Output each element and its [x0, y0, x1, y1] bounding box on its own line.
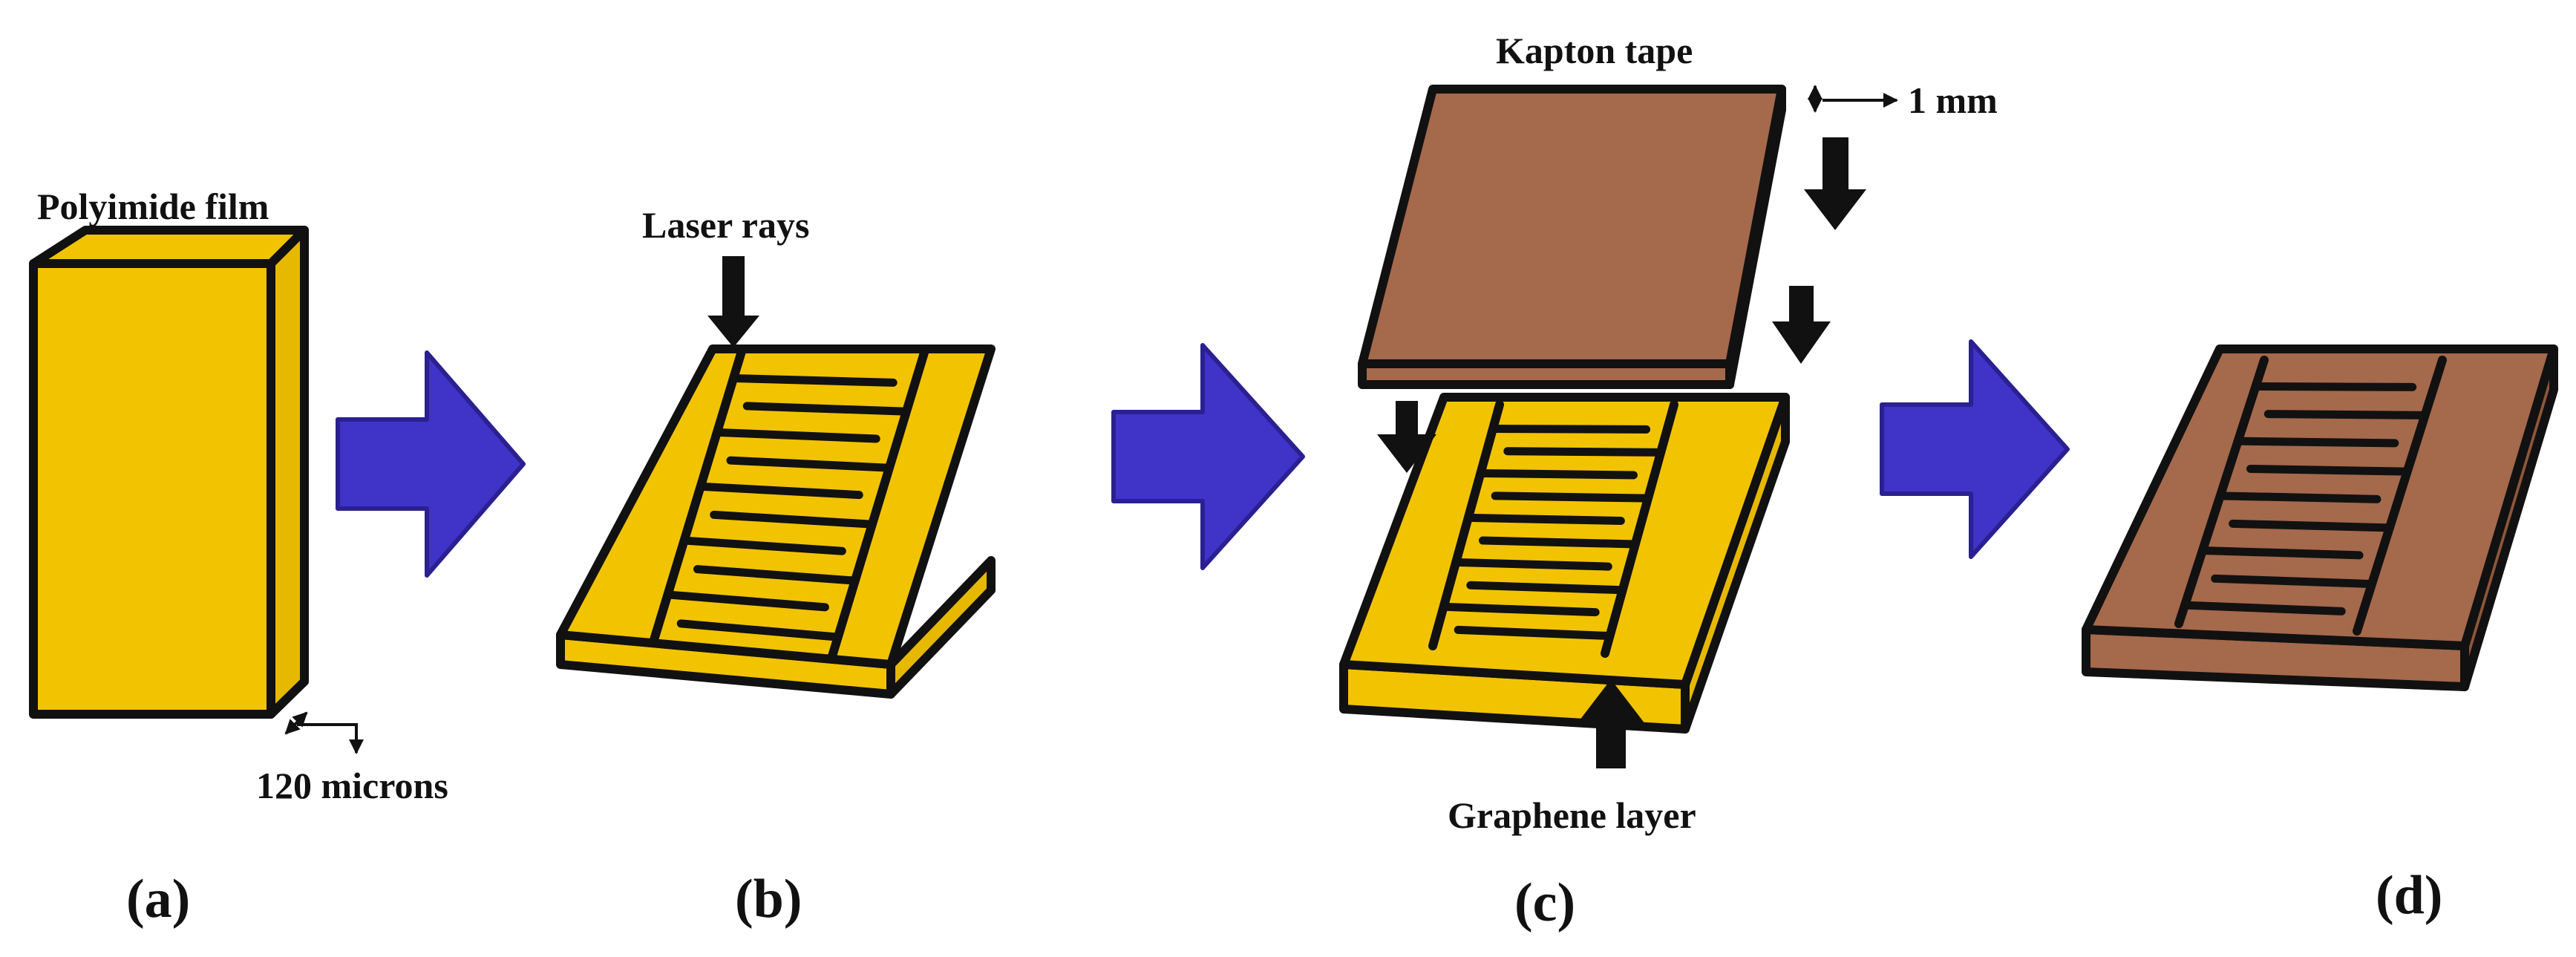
electrode-finger: [693, 565, 860, 585]
polyimide-film-front: [29, 259, 275, 719]
electrode-pattern-d: [2174, 356, 2447, 636]
electrode-finger: [2198, 546, 2364, 560]
process-arrow-icon: [1111, 343, 1305, 570]
electrode-finger: [1476, 468, 1638, 480]
panel-b: Laser rays (b): [556, 204, 996, 930]
caption-c: (c): [1514, 872, 1575, 933]
kapton-tape-label: Kapton tape: [1496, 30, 1693, 71]
polyimide-film-top: [29, 226, 309, 268]
thickness-marker-icon: [1808, 85, 1898, 113]
polyimide-film-label: Polyimide film: [37, 186, 269, 227]
press-arrow-icon: [1804, 137, 1866, 230]
electrode-finger: [1464, 513, 1625, 526]
electrode-finger: [2246, 464, 2412, 476]
substrate-b-top: [556, 344, 996, 669]
kapton-thickness-label: 1 mm: [1908, 79, 1998, 121]
electrode-finger: [1488, 425, 1651, 434]
panel-d: (d): [2082, 344, 2558, 926]
electrode-finger: [2229, 519, 2394, 532]
kapton-tape-top: [1358, 85, 1786, 368]
electrode-finger: [2263, 410, 2430, 419]
thickness-marker-icon: [284, 711, 364, 754]
electrode-finger: [726, 456, 894, 472]
laser-rays-label: Laser rays: [642, 204, 809, 246]
electrode-finger: [2180, 601, 2346, 615]
electrode-pattern-c: [1428, 400, 1678, 658]
electrode-finger: [1478, 536, 1640, 549]
process-arrow-icon: [1880, 339, 2070, 559]
electrode-finger: [1454, 625, 1615, 641]
press-arrow-icon: [1377, 401, 1436, 473]
press-arrow-icon: [1577, 679, 1645, 768]
electrode-finger: [742, 402, 911, 416]
thickness-label: 120 microns: [256, 765, 448, 806]
electrode-finger: [1466, 581, 1627, 595]
panel-a: Polyimide film 120 microns (a): [29, 186, 448, 930]
press-arrow-icon: [1772, 286, 1831, 364]
polyimide-film-side: [267, 226, 309, 719]
panel-c: Kapton tape 1 mm Graphene layer (c): [1339, 30, 1998, 933]
electrode-finger: [1491, 491, 1653, 503]
electrode-finger: [680, 536, 846, 555]
electrode-finger: [710, 510, 877, 529]
electrode-finger: [696, 482, 863, 500]
process-arrow-icon: [336, 350, 526, 578]
electrode-finger: [676, 619, 843, 641]
electrode-finger: [2211, 574, 2376, 589]
electrode-finger: [729, 374, 898, 387]
caption-b: (b): [735, 869, 802, 930]
press-arrow-icon: [707, 256, 759, 347]
electrode-finger: [713, 428, 880, 443]
electrode-finger: [2252, 382, 2417, 391]
electrode-finger: [663, 590, 829, 612]
electrode-finger: [2234, 437, 2399, 448]
graphene-layer-label: Graphene layer: [1448, 794, 1696, 836]
electrode-finger: [1439, 602, 1600, 617]
electrode-finger: [1451, 558, 1612, 571]
caption-a: (a): [126, 869, 190, 930]
electrode-finger: [1503, 447, 1665, 457]
electrode-finger: [2216, 491, 2382, 503]
electrode-pattern-b: [649, 344, 929, 663]
caption-d: (d): [2376, 865, 2442, 926]
